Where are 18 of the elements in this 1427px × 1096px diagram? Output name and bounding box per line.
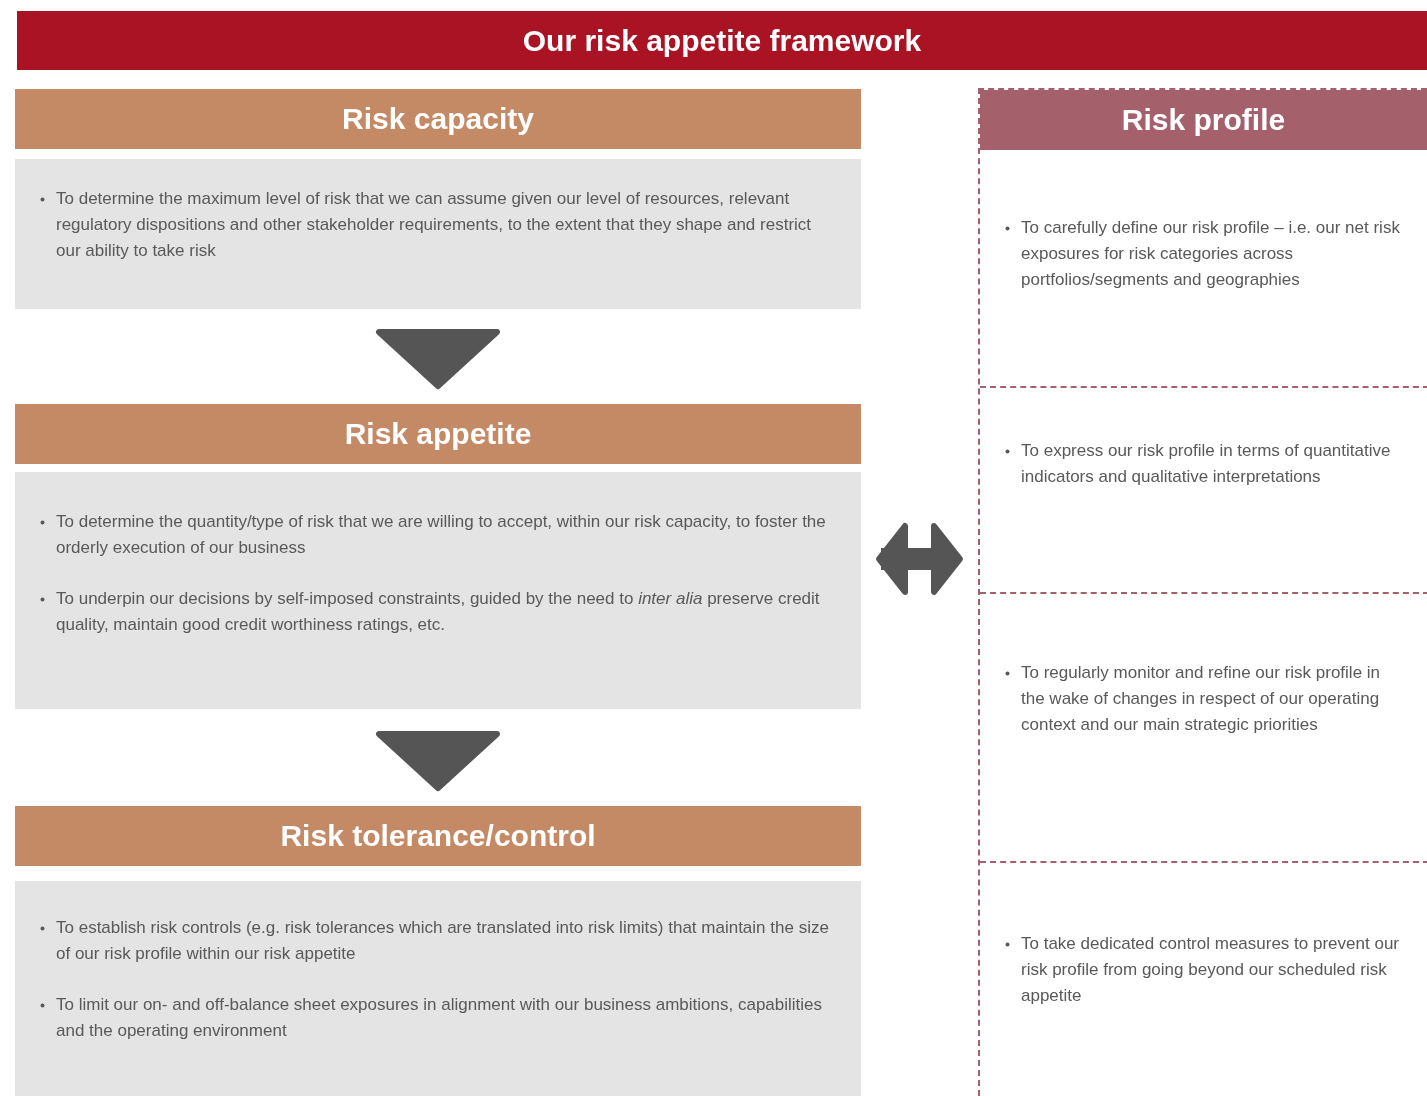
text-panel bbox=[15, 472, 861, 709]
section-header: Risk tolerance/control bbox=[15, 806, 861, 866]
bullet-text: To take dedicated control measures to prevent our risk profile from going beyond our scheduled risk appetite bbox=[1021, 934, 1399, 1005]
section-header: Risk appetite bbox=[15, 404, 861, 464]
bullet-text: To underpin our decisions by self-imposed constraints, guided by the need to inter alia preserve credit quality, maintain good credit worthiness ratings, etc. bbox=[56, 589, 820, 634]
dashed-panel bbox=[978, 88, 1427, 1096]
text-panel bbox=[15, 881, 861, 1096]
text-panel bbox=[15, 159, 861, 309]
bullet-text: To carefully define our risk profile – i.e. our net risk exposures for risk categories across portfolios/segments and geographies bbox=[1021, 218, 1400, 289]
bullet-text: To establish risk controls (e.g. risk tolerances which are translated into risk limits) that maintain the size of our risk profile within our risk appetite bbox=[56, 918, 829, 963]
section-header: Risk capacity bbox=[15, 89, 861, 149]
bullet-text: To determine the maximum level of risk that we can assume given our level of resources, relevant regulatory dispositions and other stakeholder requirements, to the extent that they shape and restrict our ability to take risk bbox=[56, 189, 812, 260]
title-banner: Our risk appetite framework bbox=[17, 11, 1427, 70]
bullet-text: To determine the quantity/type of risk that we are willing to accept, within our risk capacity, to foster the orderly execution of our business bbox=[56, 512, 826, 557]
bullet-text: To express our risk profile in terms of quantitative indicators and qualitative interpretations bbox=[1021, 441, 1391, 486]
panel-header: Risk profile bbox=[980, 90, 1427, 150]
bullet-text: To limit our on- and off-balance sheet exposures in alignment with our business ambitions, capabilities and the operating environment bbox=[56, 995, 823, 1040]
bullet-text: To regularly monitor and refine our risk profile in the wake of changes in respect of our operating context and our main strategic priorities bbox=[1021, 663, 1381, 734]
